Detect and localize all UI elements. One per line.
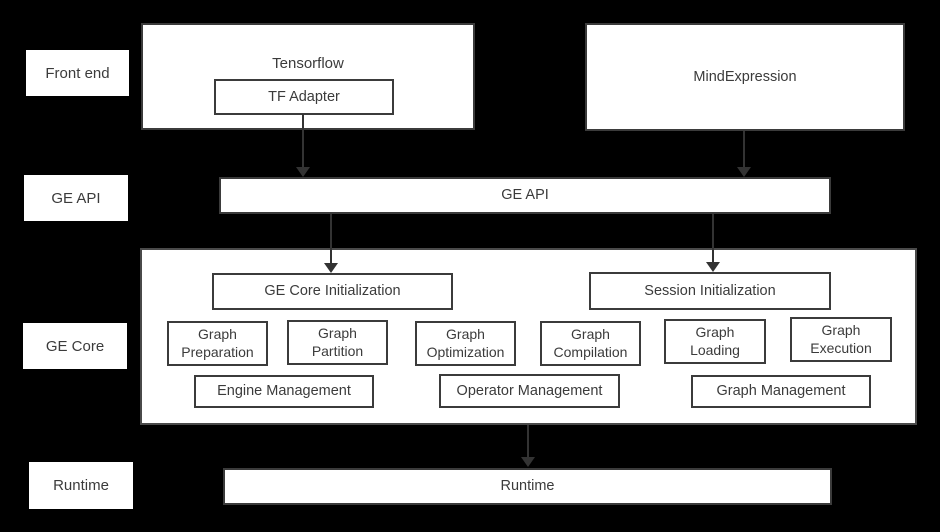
session-initialization-box: Session Initialization — [589, 272, 831, 310]
arrow-down-icon-ge-core-to-runtime — [521, 425, 535, 467]
arrow-down-icon-mindexpression-to-ge-api — [737, 131, 751, 177]
arrow-down-icon-ge-api-to-ge-core-init — [324, 214, 338, 273]
graph-compilation-box: Graph Compilation — [540, 321, 641, 366]
tensorflow-label: Tensorflow — [272, 55, 344, 72]
graph-optimization-box: Graph Optimization — [415, 321, 516, 366]
ge-api-box: GE API — [219, 177, 831, 214]
arrow-down-icon-ge-api-to-session-init — [706, 214, 720, 272]
arrow-head — [521, 457, 535, 467]
graph-execution-box: Graph Execution — [790, 317, 892, 362]
runtime-box: Runtime — [223, 468, 832, 505]
arrow-head — [296, 167, 310, 177]
arrow-line — [527, 425, 529, 457]
operator-management-box: Operator Management — [439, 374, 620, 408]
arrow-line — [330, 214, 332, 263]
mindexpression-box: MindExpression — [585, 23, 905, 131]
row-label-front-end: Front end — [26, 50, 129, 96]
graph-partition-box: Graph Partition — [287, 320, 388, 365]
arrow-head — [324, 263, 338, 273]
row-label-ge-core: GE Core — [23, 323, 127, 369]
tensorflow-box: Tensorflow TF Adapter — [141, 23, 475, 130]
arrow-line — [302, 114, 304, 167]
graph-preparation-box: Graph Preparation — [167, 321, 268, 366]
graph-loading-box: Graph Loading — [664, 319, 766, 364]
arrow-line — [743, 131, 745, 167]
engine-management-box: Engine Management — [194, 375, 374, 408]
arrow-head — [737, 167, 751, 177]
arrow-line — [712, 214, 714, 262]
arrow-down-icon-tf-adapter-to-ge-api — [296, 114, 310, 177]
tf-adapter-box: TF Adapter — [214, 79, 394, 115]
row-label-runtime: Runtime — [29, 462, 133, 509]
row-label-ge-api: GE API — [24, 175, 128, 221]
graph-management-box: Graph Management — [691, 375, 871, 408]
ge-core-initialization-box: GE Core Initialization — [212, 273, 453, 310]
arrow-head — [706, 262, 720, 272]
